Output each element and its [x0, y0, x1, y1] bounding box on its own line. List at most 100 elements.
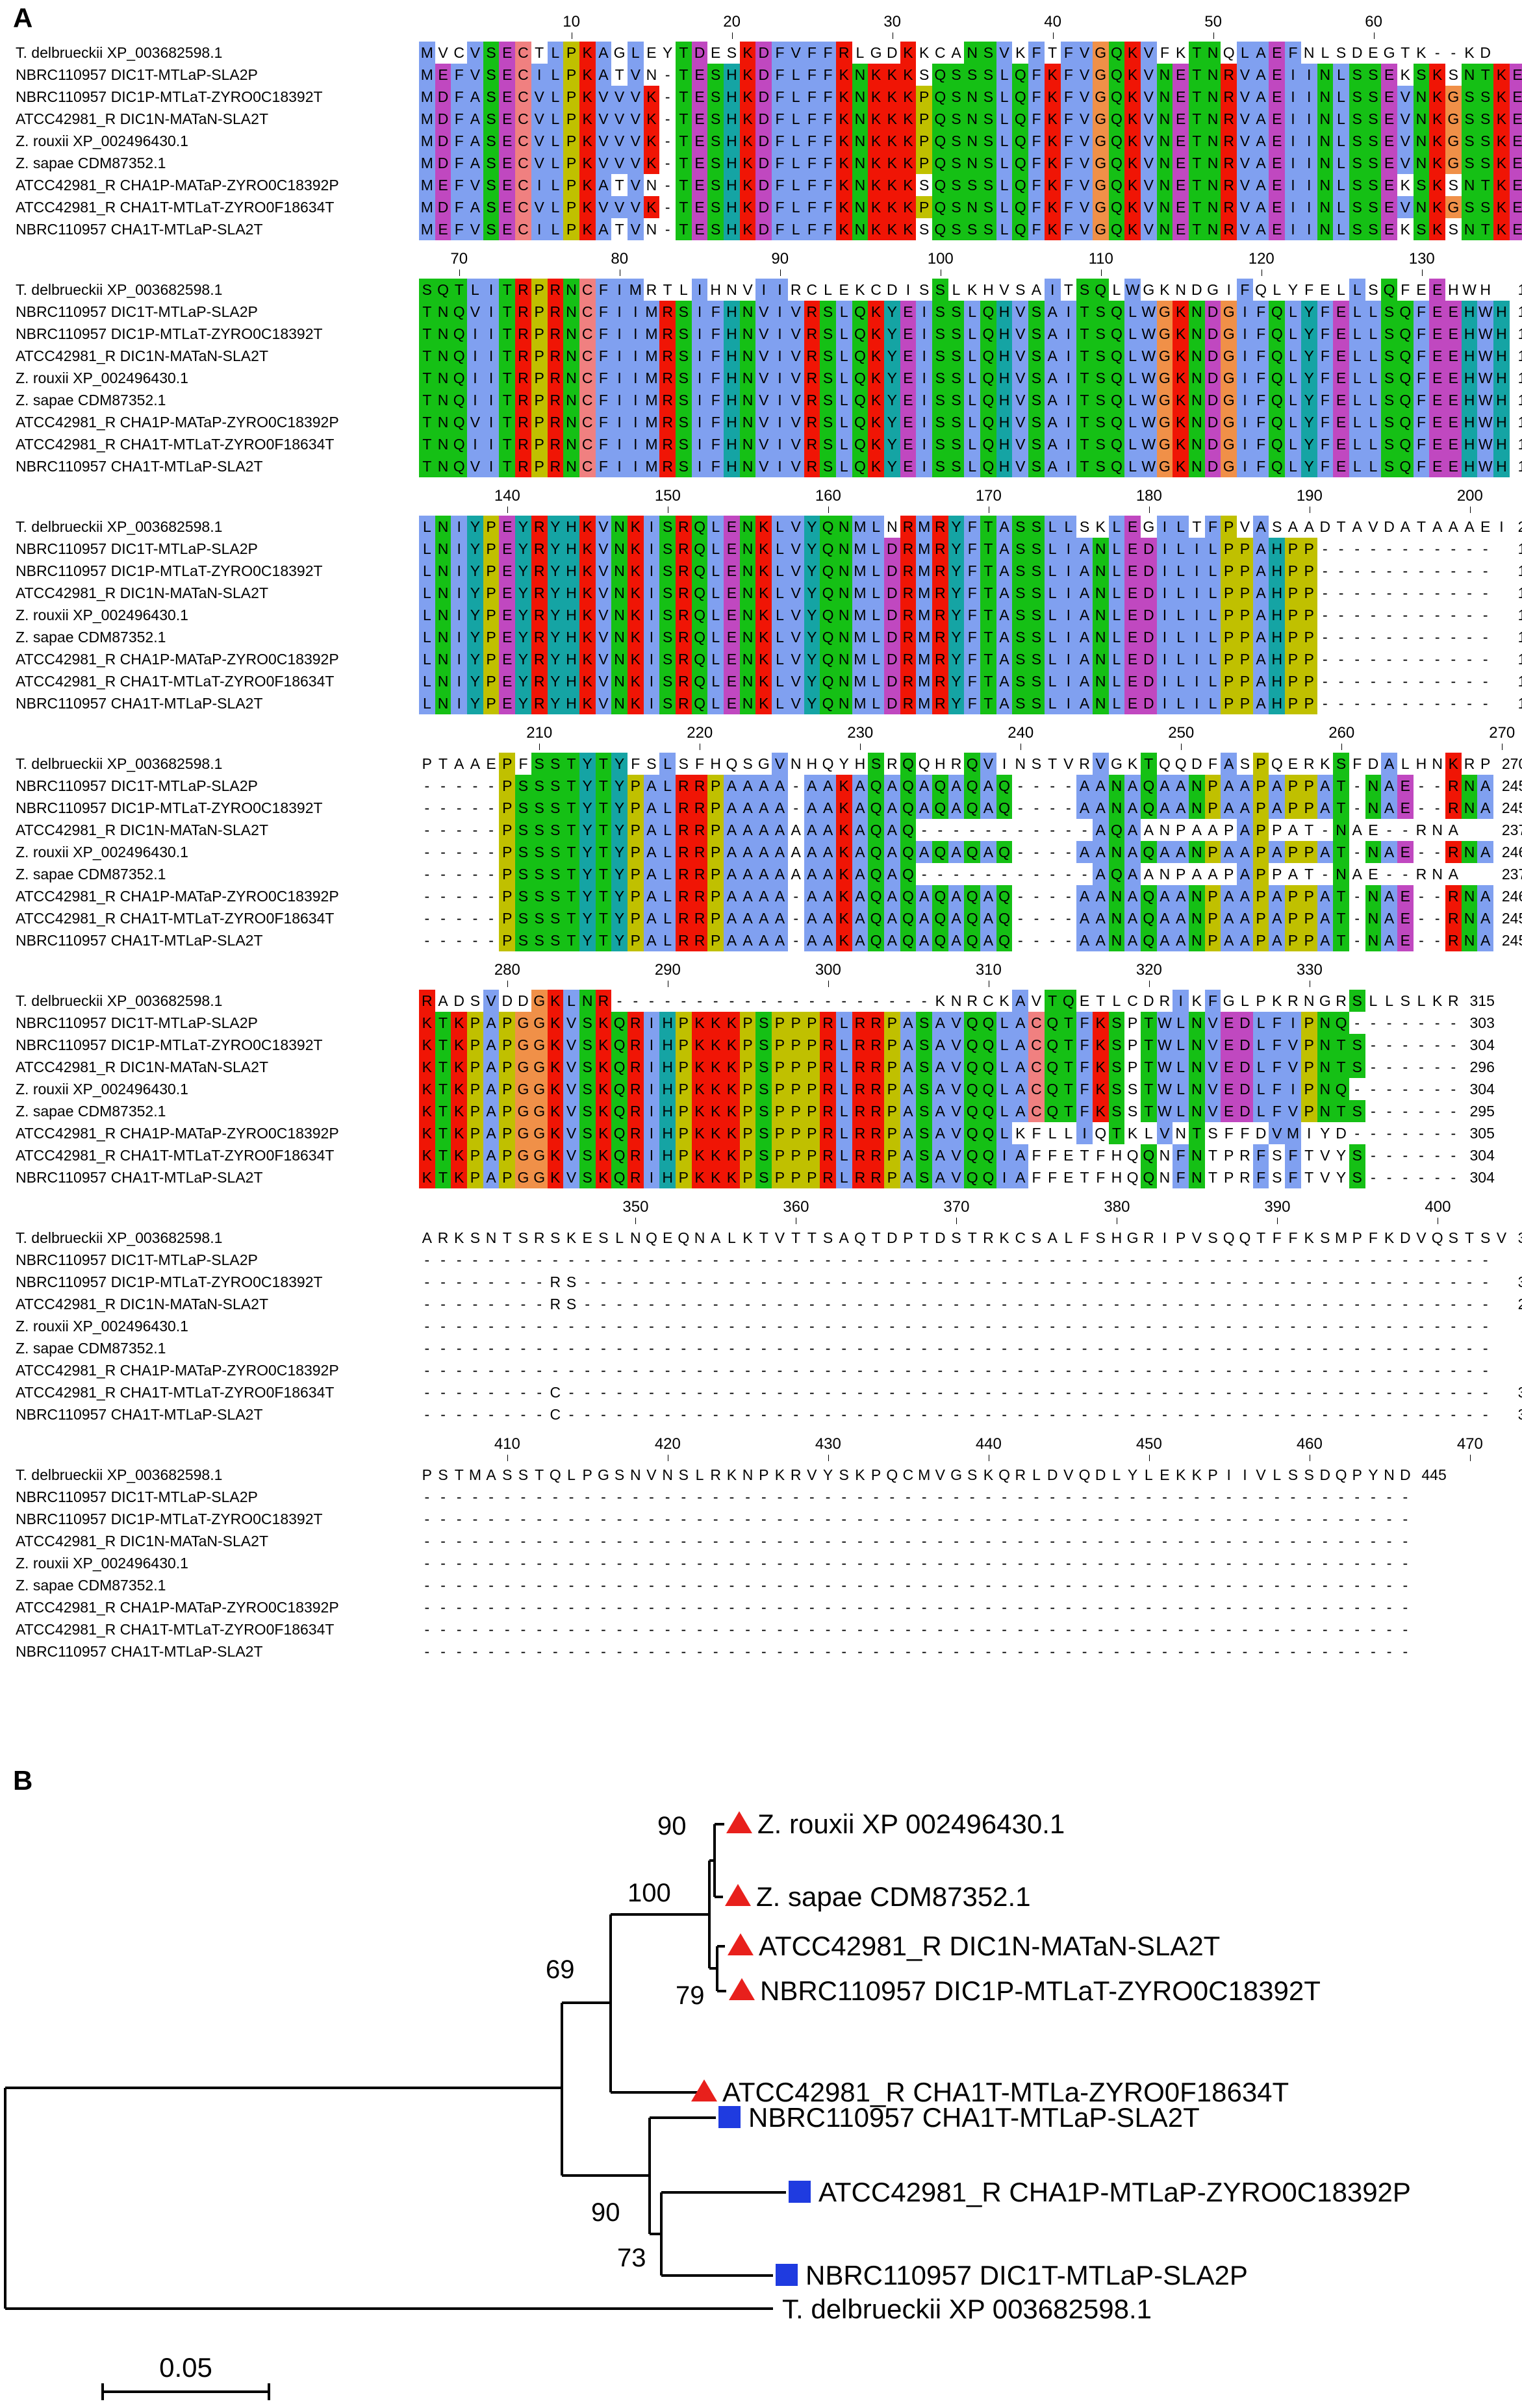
residue: -	[809, 1273, 815, 1290]
residue: -	[601, 1273, 606, 1290]
residue: D	[755, 196, 772, 218]
residue: G	[1156, 389, 1173, 411]
residue: I	[483, 455, 500, 477]
residue: Q	[980, 433, 996, 455]
sequence-name: ATCC42981_R CHA1T-MTLaT-ZYRO0F18634T	[16, 199, 335, 216]
residue: -	[793, 1511, 798, 1527]
residue: -	[889, 1296, 895, 1312]
residue: A	[1381, 797, 1397, 819]
residue: N	[835, 582, 852, 604]
residue: E	[1269, 130, 1286, 152]
residue: D	[883, 560, 900, 582]
residue: I	[755, 279, 772, 301]
residue: S	[980, 86, 996, 108]
residue: -	[456, 1511, 462, 1527]
residue: G	[515, 1012, 531, 1034]
residue: -	[1451, 562, 1456, 579]
residue: A	[772, 819, 788, 841]
residue: A	[820, 841, 836, 863]
residue: -	[1034, 777, 1039, 794]
residue: Q	[1012, 130, 1029, 152]
residue: I	[916, 433, 932, 455]
residue: -	[1082, 1511, 1087, 1527]
residue: V	[935, 1466, 946, 1483]
residue: -	[1306, 1511, 1312, 1527]
residue: -	[504, 1643, 510, 1660]
residue: A	[916, 797, 932, 819]
residue: -	[1066, 1318, 1071, 1335]
residue: Q	[852, 345, 869, 367]
residue: K	[1493, 108, 1510, 130]
residue: V	[807, 1466, 817, 1483]
residue: -	[1402, 673, 1408, 690]
residue: T	[980, 692, 996, 714]
tree-leaf-label: NBRC110957 DIC1P-MTLaT-ZYRO0C18392T	[760, 1975, 1321, 2006]
residue: R	[550, 1273, 561, 1290]
residue: A	[791, 866, 801, 883]
residue: P	[883, 1012, 900, 1034]
residue: -	[488, 1318, 494, 1335]
residue: V	[1076, 42, 1093, 64]
residue: S	[1012, 648, 1029, 670]
residue: S	[980, 108, 996, 130]
residue: P	[772, 1078, 788, 1100]
residue: -	[777, 1362, 783, 1379]
residue: L	[1124, 301, 1141, 323]
residue: V	[1031, 992, 1042, 1009]
residue: L	[1369, 992, 1378, 1009]
residue: -	[1434, 1362, 1440, 1379]
residue: D	[883, 604, 900, 626]
residue: I	[1237, 389, 1253, 411]
residue: V	[787, 692, 804, 714]
residue: R	[1303, 755, 1315, 772]
residue: Y	[579, 753, 596, 775]
tree-leaf-label: ATCC42981_R CHA1P-MTLaP-ZYRO0C18392P	[818, 2177, 1411, 2207]
residue: I	[643, 1034, 660, 1056]
residue: L	[835, 389, 852, 411]
residue: L	[868, 516, 884, 538]
residue: -	[857, 1340, 863, 1357]
residue: -	[1034, 844, 1039, 860]
residue: I	[1060, 538, 1077, 560]
residue: -	[825, 1318, 831, 1335]
residue: Y	[515, 692, 531, 714]
residue: Y	[467, 626, 483, 648]
residue: -	[424, 1273, 430, 1290]
residue: Q	[1397, 301, 1414, 323]
residue: -	[1338, 1511, 1344, 1527]
tree-leaf-label: Z. sapae CDM87352.1	[756, 1881, 1031, 1912]
residue: E	[900, 367, 917, 389]
residue: -	[568, 1555, 574, 1572]
residue: V	[1237, 196, 1253, 218]
residue: F	[707, 301, 724, 323]
residue: E	[1429, 411, 1445, 433]
residue: P	[467, 1166, 483, 1188]
residue: A	[1044, 323, 1061, 345]
sequence-name: ATCC42981_R CHA1T-MTLaT-ZYRO0F18634T	[16, 910, 335, 927]
residue: L	[772, 692, 788, 714]
residue: -	[1467, 695, 1472, 712]
residue: Y	[1300, 345, 1317, 367]
residue: C	[579, 389, 596, 411]
residue: Q	[1092, 279, 1109, 301]
residue: P	[1285, 775, 1301, 797]
residue: -	[520, 1621, 526, 1638]
residue: K	[755, 560, 772, 582]
residue: -	[1290, 1555, 1296, 1572]
residue: S	[820, 433, 836, 455]
residue: L	[1252, 1034, 1269, 1056]
residue: -	[809, 1488, 815, 1505]
sequence-name: Z. sapae CDM87352.1	[16, 1340, 166, 1357]
sequence-residues: ----------------------------------------…	[419, 1574, 1414, 1596]
sequence-residues: ----------------------------------------…	[419, 1552, 1414, 1574]
residue: I	[467, 345, 483, 367]
residue: -	[440, 1340, 446, 1357]
scale-bar: 0.05	[101, 2352, 270, 2400]
residue: Q	[691, 648, 708, 670]
residue: E	[1445, 411, 1462, 433]
residue: K	[868, 174, 884, 196]
residue: R	[531, 538, 548, 560]
residue: A	[900, 1122, 917, 1144]
residue: -	[537, 1296, 542, 1312]
